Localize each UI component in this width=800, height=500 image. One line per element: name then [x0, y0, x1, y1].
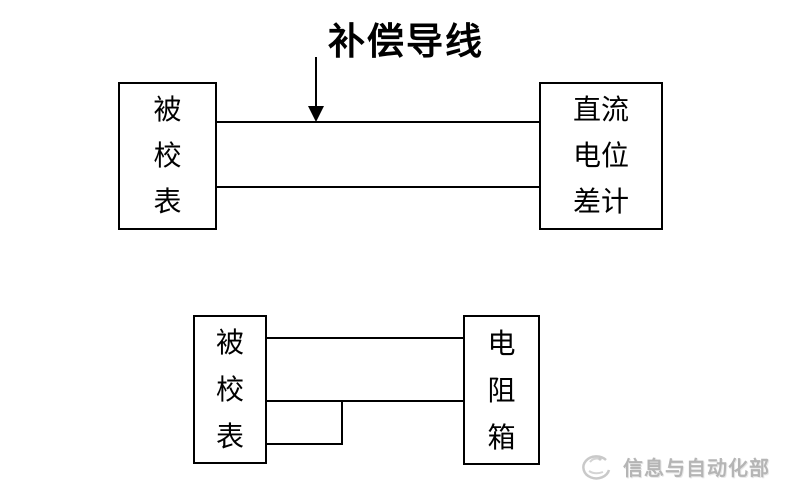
wire-bottom-upper	[267, 337, 463, 339]
wire-loop-horizontal	[267, 443, 343, 445]
box-text-line: 校	[153, 140, 182, 171]
resistance-box: 电 阻 箱	[463, 315, 540, 465]
meter-under-test-box-top: 被 校 表	[118, 82, 217, 230]
down-arrow-shaft	[315, 57, 317, 108]
wire-loop-vertical	[341, 400, 343, 445]
dc-potentiometer-box: 直流 电位 差计	[539, 82, 663, 230]
box-text-line: 电	[487, 327, 516, 359]
box-text-line: 被	[215, 327, 244, 358]
wire-top-lower	[217, 186, 539, 188]
box-text-line: 表	[215, 421, 244, 452]
box-text-line: 差计	[572, 186, 629, 217]
watermark-text: 信息与自动化部	[623, 457, 770, 480]
box-text-line: 电位	[572, 140, 629, 171]
box-text-line: 直流	[572, 94, 629, 125]
compensation-wire-label: 补偿导线	[328, 21, 484, 62]
box-text-line: 校	[215, 374, 244, 405]
box-text-line: 被	[153, 94, 182, 125]
box-text-line: 阻	[487, 374, 516, 406]
box-text-line: 表	[153, 186, 182, 217]
watermark: 信息与自动化部	[576, 446, 770, 486]
wire-top-upper	[217, 121, 539, 123]
meter-under-test-box-bottom: 被 校 表	[193, 315, 267, 464]
swirl-logo-icon	[582, 455, 611, 480]
down-arrow-icon	[308, 106, 324, 122]
box-text-line: 箱	[487, 421, 516, 453]
wire-bottom-middle	[267, 400, 463, 402]
